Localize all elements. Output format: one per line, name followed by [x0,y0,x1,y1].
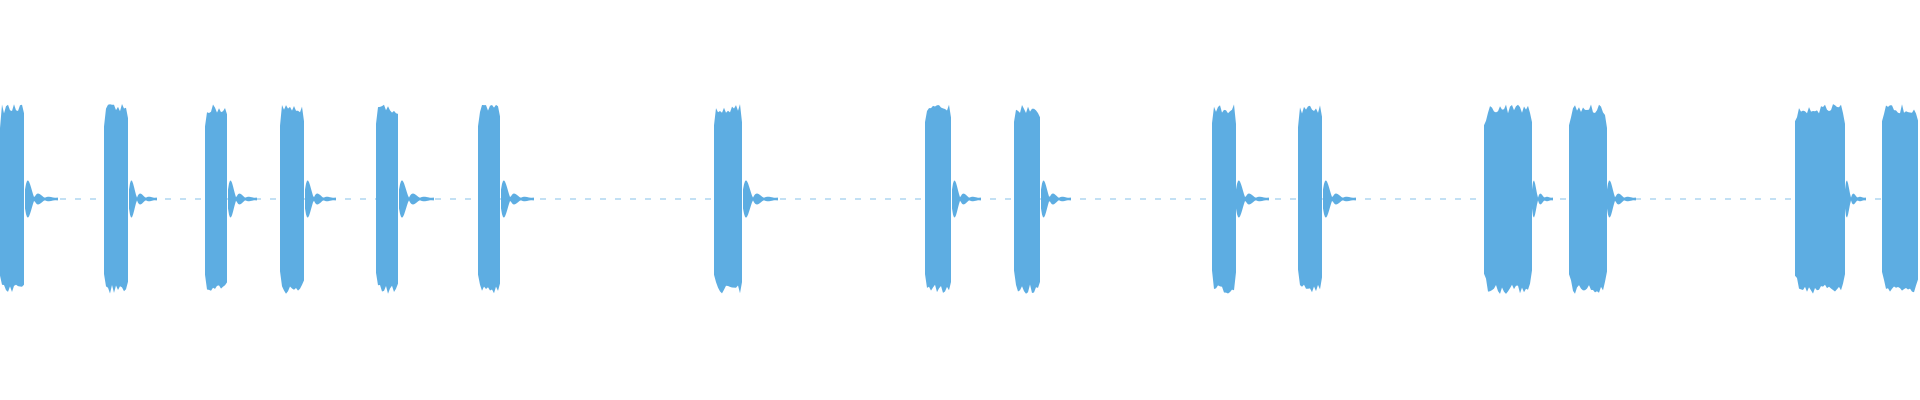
waveform-tail [501,180,534,218]
waveform-tail [228,180,257,218]
waveform-burst [1014,105,1040,294]
waveform-burst [1298,105,1322,293]
waveform-tail [952,180,981,218]
waveform-tail [1323,180,1356,218]
waveform-burst [714,104,742,294]
waveform-tail [1041,180,1071,218]
waveform-burst [205,104,227,291]
waveform-burst [376,104,398,294]
waveform-burst [1484,104,1532,294]
waveform-tail [129,180,157,218]
waveform-tail [305,180,336,218]
waveform-burst [478,104,500,294]
waveform-burst [1882,104,1918,293]
waveform-tail [1607,180,1636,218]
waveform-burst [925,104,951,293]
waveform-tail [25,180,58,218]
waveform-burst [280,105,304,294]
waveform-tail [1236,180,1269,218]
waveform-bursts [0,104,1918,294]
waveform-tail [743,180,778,218]
waveform-burst [104,104,128,294]
waveform-tail [1532,180,1553,218]
waveform-burst [1212,104,1236,294]
waveform-burst [1569,104,1607,294]
waveform-burst [1795,104,1845,294]
waveform-burst [0,104,24,292]
waveform-tail [1845,180,1866,218]
waveform-tail [399,180,434,218]
